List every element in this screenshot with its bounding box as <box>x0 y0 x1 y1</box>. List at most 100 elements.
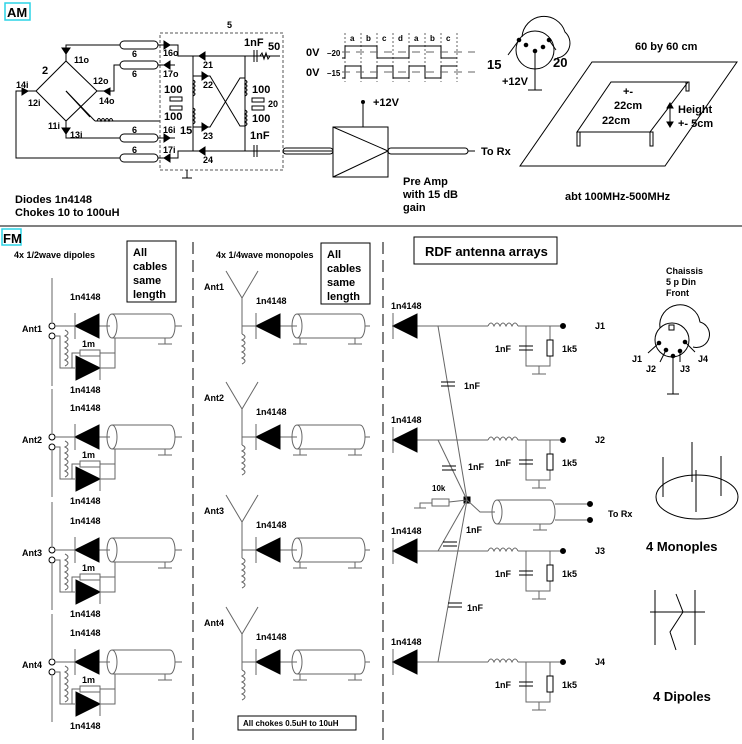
ground-icon <box>532 702 546 711</box>
dipoles-title: 4x 1/2wave dipoles <box>14 250 95 260</box>
diode-label: 21 <box>203 60 213 70</box>
output-label: J2 <box>595 435 605 445</box>
note-line: same <box>327 277 355 289</box>
antenna-label: Ant1 <box>204 282 224 292</box>
wire <box>100 562 116 578</box>
diode-label: 1n4148 <box>391 637 422 647</box>
terminal <box>48 658 56 666</box>
diode-icon <box>391 649 418 675</box>
diode-icon <box>254 649 281 675</box>
height-label: Height <box>678 104 713 116</box>
wire <box>71 352 80 368</box>
output-terminal[interactable] <box>560 323 566 329</box>
coupling-cap-label: 1nF <box>467 603 484 613</box>
resistor-label: 1m <box>82 675 95 685</box>
output-terminal[interactable] <box>560 548 566 554</box>
waveform-pin: –15 <box>327 69 341 78</box>
inductor-icon <box>487 322 519 328</box>
antenna-label: Ant3 <box>22 548 42 558</box>
coax-cable <box>291 424 366 450</box>
diode-icon <box>391 313 418 339</box>
res-label: 100 <box>252 84 270 96</box>
wire <box>71 463 80 479</box>
bridge-label: 11o <box>74 55 90 65</box>
ground-icon <box>293 449 307 456</box>
diode-icon <box>254 313 281 339</box>
diode-icon <box>73 424 100 450</box>
coax-label: 6 <box>132 49 137 59</box>
wire <box>55 671 75 705</box>
din-connector-am: 15 20 +12V <box>487 15 571 91</box>
coax-cable <box>291 537 366 563</box>
choke-icon <box>240 444 246 476</box>
ground-icon <box>532 480 546 489</box>
fm-section: FM 4x 1/2wave dipoles All cables same le… <box>1 228 739 744</box>
monopole-antenna-icon <box>225 494 259 523</box>
resistor-icon <box>79 460 101 468</box>
output-label: J1 <box>595 321 605 331</box>
monopole-antenna-icon <box>225 270 259 299</box>
dipoles-figure-label: 4 Dipoles <box>653 689 711 704</box>
coax-lines: 6 6 6 6 <box>119 40 159 163</box>
din-pin-label: 15 <box>487 57 501 72</box>
diode-label: 22 <box>203 80 213 90</box>
coax-end <box>111 424 118 450</box>
diode-label: 16o <box>163 48 179 58</box>
amp-caption: gain <box>403 202 426 214</box>
cap-label: 1nF <box>244 37 264 49</box>
res-label: 100 <box>164 111 182 123</box>
chokes-note-box <box>237 715 357 731</box>
box-ref: 5 <box>227 20 232 30</box>
coax-cable <box>106 313 176 339</box>
plane-inner-label: 22cm <box>602 115 630 127</box>
antenna-label: Ant4 <box>22 660 42 670</box>
phase-label: b <box>366 34 371 43</box>
diode-label: 23 <box>203 131 213 141</box>
monopoles-title: 4x 1/4wave monopoles <box>216 250 314 260</box>
res-label: 50 <box>268 41 280 53</box>
resistor-icon <box>546 453 554 471</box>
bridge-label: 12o <box>93 76 109 86</box>
rdf-to-rx-label: To Rx <box>608 509 632 519</box>
diode-icon <box>73 313 100 339</box>
resistor-icon <box>546 339 554 357</box>
phase-label: a <box>414 34 419 43</box>
switch-circuit: 21 22 23 24 16o 17o 16i 17i 1nF 50 100 1… <box>158 37 280 179</box>
coupling-cap-label: 1nF <box>466 525 483 535</box>
coax-end <box>296 649 303 675</box>
bridge-label: 11i <box>48 121 60 131</box>
loop-antenna-sketch: 60 by 60 cm +- 22cm 22cm Height +- 5cm a… <box>519 41 738 203</box>
freq-range-label: abt 100MHz-500MHz <box>565 191 671 203</box>
switch-box <box>159 32 284 171</box>
inductor-icon <box>487 658 519 664</box>
din-pin-label: 20 <box>553 55 567 70</box>
terminal <box>48 332 56 340</box>
chassis-pin-label: J3 <box>680 364 690 374</box>
coax-label: 6 <box>132 125 137 135</box>
output-terminal[interactable] <box>560 659 566 665</box>
capacitor-label: 1nF <box>495 458 512 468</box>
load-res-label: 10k <box>432 484 446 493</box>
resistor-label: 1k5 <box>562 344 577 354</box>
coax-end <box>296 313 303 339</box>
output-terminal[interactable] <box>560 437 566 443</box>
chassis-title: Front <box>666 288 689 298</box>
bridge-label: 14o <box>99 96 115 106</box>
note-line: cables <box>133 261 167 273</box>
fm-label: FM <box>3 231 22 246</box>
rdf-title-box <box>413 236 558 265</box>
inductor-icon <box>487 436 519 442</box>
terminal <box>48 443 56 451</box>
wire <box>100 353 116 369</box>
note-line: same <box>133 275 161 287</box>
diode-icon <box>75 355 102 381</box>
diode-icon <box>254 537 281 563</box>
fm-label-box <box>1 228 22 246</box>
terminal <box>48 322 56 330</box>
res-label: 100 <box>164 84 182 96</box>
